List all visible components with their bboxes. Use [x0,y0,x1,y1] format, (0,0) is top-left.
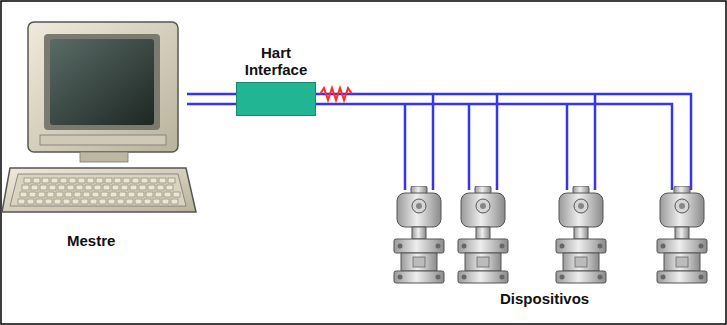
node-label: Mestre [67,232,115,249]
bus-connector [187,94,236,104]
node-label: Hart Interface [228,44,324,79]
field-devices [394,186,707,283]
computer-icon [2,22,196,212]
interface-box: Hart Interface [236,82,316,116]
resistor-symbol [320,88,352,100]
bus-wires [316,94,691,190]
computer-node: Mestre [5,18,187,214]
keyboard-keys [18,178,180,204]
group-label: Dispositivos [500,290,589,307]
